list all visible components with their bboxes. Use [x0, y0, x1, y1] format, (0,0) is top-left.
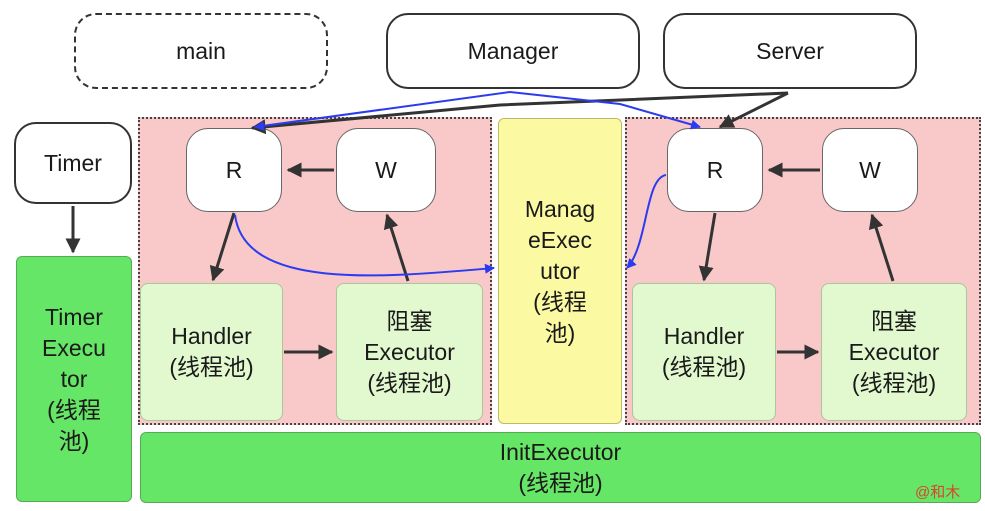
left-r-node: R	[186, 128, 282, 212]
main-label: main	[176, 37, 226, 64]
manager-node: Manager	[386, 13, 640, 89]
manager-label: Manager	[467, 37, 559, 64]
left-w-node: W	[336, 128, 436, 212]
manage-executor-box: Manag eExec utor (线程 池)	[498, 118, 622, 424]
left-handler-label: Handler (线程池)	[169, 323, 254, 380]
timer-label: Timer	[44, 149, 102, 176]
right-blocking-executor-box: 阻塞 Executor (线程池)	[821, 283, 967, 421]
init-executor-box: InitExecutor (线程池)	[140, 432, 981, 503]
manage-executor-label: Manag eExec utor (线程 池)	[524, 195, 596, 346]
left-w-label: W	[375, 156, 397, 183]
right-r-node: R	[667, 128, 763, 212]
right-handler-label: Handler (线程池)	[661, 323, 747, 380]
watermark: @和木	[915, 484, 961, 501]
right-handler-box: Handler (线程池)	[632, 283, 776, 421]
right-r-label: R	[706, 156, 724, 183]
server-node: Server	[663, 13, 917, 89]
timer-executor-box: Timer Execu tor (线程 池)	[16, 256, 132, 502]
left-handler-box: Handler (线程池)	[140, 283, 283, 421]
right-w-label: W	[859, 156, 881, 183]
left-blocking-executor-label: 阻塞 Executor (线程池)	[364, 307, 455, 396]
right-blocking-executor-label: 阻塞 Executor (线程池)	[848, 307, 940, 396]
server-label: Server	[756, 37, 824, 64]
timer-node: Timer	[14, 122, 132, 204]
init-executor-label: InitExecutor (线程池)	[499, 438, 622, 496]
main-node: main	[74, 13, 328, 89]
timer-executor-label: Timer Execu tor (线程 池)	[42, 303, 106, 454]
left-blocking-executor-box: 阻塞 Executor (线程池)	[336, 283, 483, 421]
right-w-node: W	[822, 128, 918, 212]
left-r-label: R	[225, 156, 243, 183]
